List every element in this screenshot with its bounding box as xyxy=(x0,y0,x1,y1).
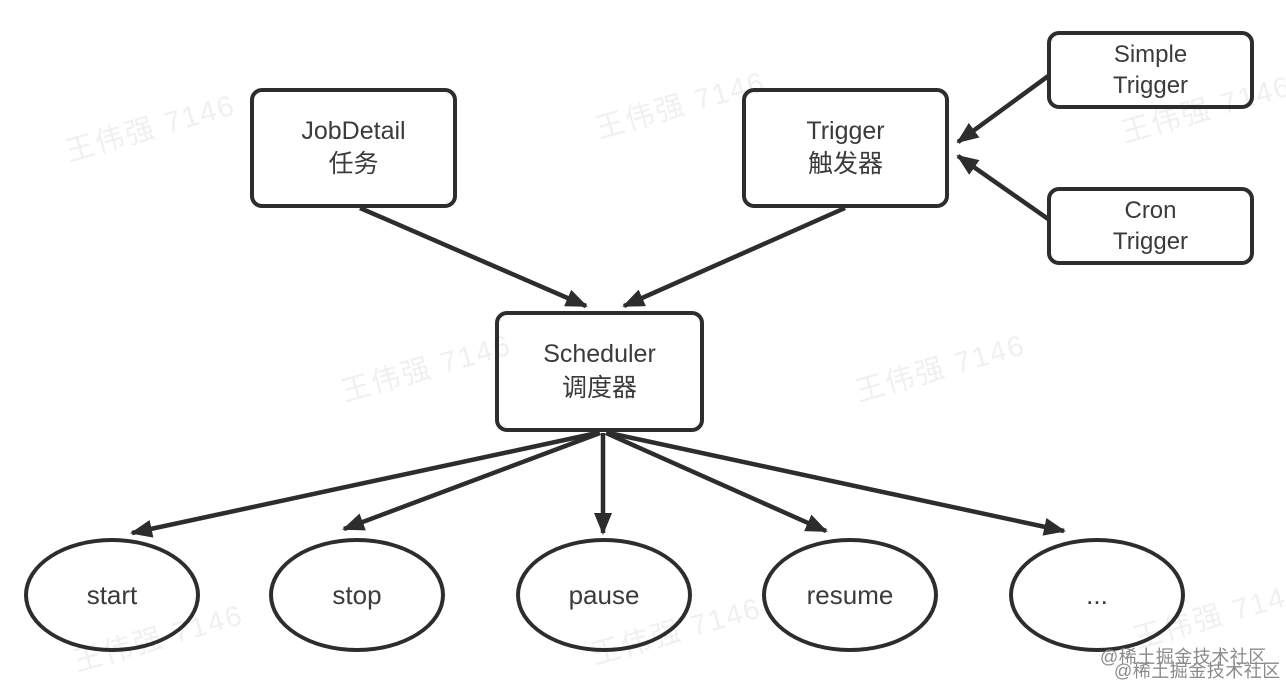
method-start-label: start xyxy=(86,579,138,610)
node-simple-trigger: Simple Trigger xyxy=(1047,31,1254,109)
method-resume-label: resume xyxy=(806,579,894,610)
arrow-trigger-to-scheduler xyxy=(622,205,846,309)
ellipse-method-more: ... xyxy=(1009,538,1185,652)
ellipse-method-stop: stop xyxy=(269,538,445,652)
arrow-scheduler-to-dots xyxy=(608,430,1066,536)
arrow-crontrigger-to-trigger xyxy=(956,154,1053,223)
arrow-jobdetail-to-scheduler xyxy=(359,205,588,309)
arrow-scheduler-to-start xyxy=(130,430,598,538)
node-scheduler: Scheduler 调度器 xyxy=(495,311,704,432)
node-cron-trigger: Cron Trigger xyxy=(1047,187,1254,265)
node-cron-trigger-label-2: Trigger xyxy=(1112,228,1189,255)
ellipse-method-resume: resume xyxy=(762,538,938,652)
node-simple-trigger-label-2: Trigger xyxy=(1112,72,1189,99)
node-scheduler-label-zh: 调度器 xyxy=(561,373,637,402)
arrow-scheduler-to-resume xyxy=(605,430,828,534)
ellipse-method-start: start xyxy=(24,538,200,652)
node-simple-trigger-label-1: Simple xyxy=(1113,40,1188,68)
node-cron-trigger-label-1: Cron xyxy=(1124,196,1177,224)
ellipse-method-pause: pause xyxy=(516,538,692,652)
arrow-scheduler-to-stop xyxy=(342,430,601,532)
method-stop-label: stop xyxy=(332,579,382,610)
node-jobdetail: JobDetail 任务 xyxy=(250,88,457,208)
method-pause-label: pause xyxy=(568,579,640,610)
node-jobdetail-label-zh: 任务 xyxy=(328,150,379,178)
node-trigger-label-zh: 触发器 xyxy=(807,150,883,178)
node-trigger-label-en: Trigger xyxy=(806,116,885,145)
node-scheduler-label-en: Scheduler xyxy=(543,340,656,368)
arrow-simpletrigger-to-trigger xyxy=(956,72,1053,144)
method-more-label: ... xyxy=(1086,579,1108,610)
node-trigger: Trigger 触发器 xyxy=(742,88,949,208)
node-jobdetail-label-en: JobDetail xyxy=(301,116,406,145)
